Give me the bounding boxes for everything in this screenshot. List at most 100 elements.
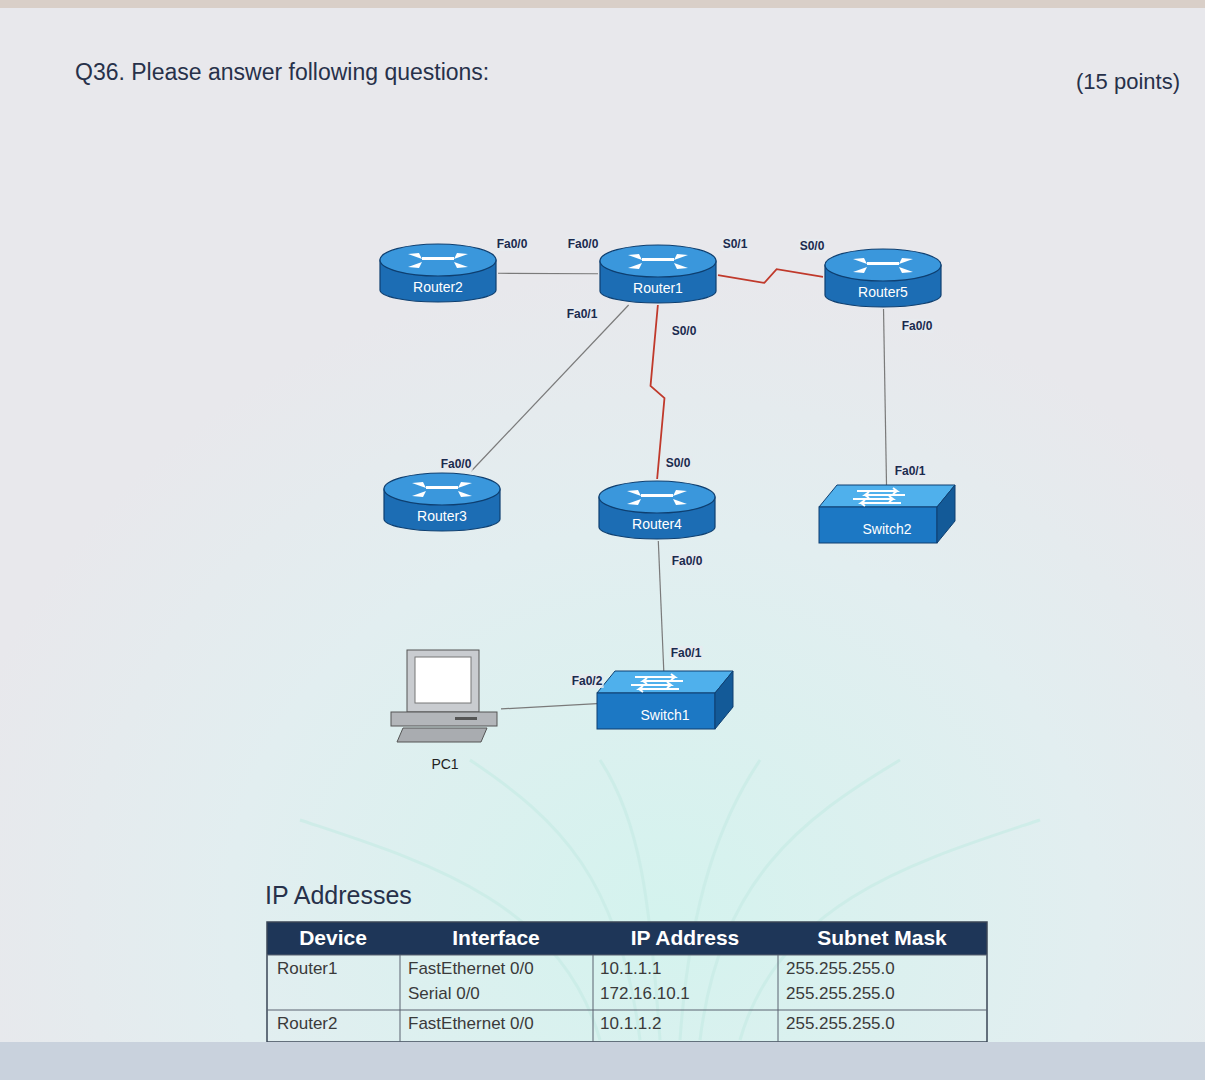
- table-cell: 172.16.10.1: [600, 984, 690, 1004]
- interface-label-wrap: Fa0/0: [901, 316, 934, 334]
- table-cell-wrap: 10.1.1.1: [600, 959, 661, 979]
- router-arrow: [458, 482, 472, 488]
- router-node: Router2: [378, 242, 498, 304]
- table-cell: 255.255.255.0: [786, 959, 895, 979]
- table-cell-wrap: 255.255.255.0: [786, 984, 895, 1004]
- interface-label: S0/0: [671, 324, 698, 338]
- drive-slot: [455, 717, 477, 720]
- interface-label: Fa0/0: [671, 554, 704, 568]
- table-cell: 10.1.1.2: [600, 1014, 661, 1034]
- device-name: Switch2: [862, 521, 911, 537]
- table-cell: 255.255.255.0: [786, 1014, 895, 1034]
- device-name: Router5: [858, 284, 908, 300]
- table-header-wrap: Subnet Mask: [817, 926, 947, 950]
- interface-label-wrap: Fa0/0: [440, 454, 473, 472]
- switch-top: [819, 485, 955, 507]
- interface-label-wrap: Fa0/0: [496, 234, 529, 252]
- table-cell-wrap: 255.255.255.0: [786, 1014, 895, 1034]
- interface-label-wrap: S0/1: [722, 234, 749, 252]
- router-node: Router4: [597, 479, 717, 541]
- router-top: [825, 249, 941, 281]
- router-node: Router3: [382, 471, 502, 533]
- table-cell-wrap: Router2: [277, 1014, 337, 1034]
- router-arrow: [673, 499, 687, 505]
- interface-label-wrap: S0/0: [671, 321, 698, 339]
- interface-label: Fa0/0: [496, 237, 529, 251]
- device-name-row: Router4: [597, 479, 717, 533]
- router-arrow: [408, 253, 422, 259]
- ethernet-link: [501, 704, 597, 709]
- monitor: [407, 650, 479, 712]
- switch-arrow: [639, 686, 679, 692]
- router-arrow: [408, 262, 422, 268]
- table-cell: FastEthernet 0/0: [408, 1014, 534, 1034]
- interface-label: S0/1: [722, 237, 749, 251]
- switch-arrow: [631, 682, 671, 688]
- switch-node: Switch2: [819, 485, 955, 543]
- switch-node: Switch1: [597, 671, 733, 729]
- router-arrow: [628, 263, 642, 269]
- switch-arrow: [643, 678, 683, 684]
- router-arrow: [674, 263, 688, 269]
- interface-label: Fa0/1: [566, 307, 599, 321]
- router-arrow: [412, 482, 426, 488]
- switch-side: [937, 485, 955, 543]
- router-top: [384, 473, 500, 505]
- points-note-wrap: (15 points): [1076, 69, 1180, 95]
- switch-front: [597, 693, 715, 729]
- table-cell: FastEthernet 0/0: [408, 959, 534, 979]
- table-cell-wrap: FastEthernet 0/0: [408, 959, 534, 979]
- router-arrow: [627, 490, 641, 496]
- router-bar: [426, 486, 458, 489]
- table-cell: 10.1.1.1: [600, 959, 661, 979]
- table-header-wrap: IP Address: [631, 926, 740, 950]
- table-cell-wrap: Serial 0/0: [408, 984, 480, 1004]
- switch-top: [597, 671, 733, 693]
- device-name-row: Router5: [823, 247, 943, 301]
- router-arrow: [899, 258, 913, 264]
- router-arrow: [454, 262, 468, 268]
- interface-label-wrap: Fa0/1: [670, 643, 703, 661]
- interface-label-wrap: Fa0/2: [571, 671, 604, 689]
- switch-arrow: [865, 492, 905, 498]
- ethernet-link: [658, 541, 663, 671]
- table-cell-wrap: Router1: [277, 959, 337, 979]
- interface-label: Fa0/2: [571, 674, 604, 688]
- router-arrow: [853, 267, 867, 273]
- interface-label: S0/0: [799, 239, 826, 253]
- interface-label: Fa0/0: [440, 457, 473, 471]
- device-name-row: Router1: [598, 243, 718, 297]
- table-header-wrap: Interface: [452, 926, 540, 950]
- table-cell: Router2: [277, 1014, 337, 1034]
- router-bar: [642, 258, 674, 261]
- router-bar: [641, 494, 673, 497]
- switch-arrow: [635, 674, 675, 680]
- router-arrows: [412, 482, 472, 497]
- points-note: (15 points): [1076, 69, 1180, 95]
- table-grid: [267, 955, 987, 1042]
- interface-label-wrap: Fa0/1: [566, 304, 599, 322]
- table-cell-wrap: 255.255.255.0: [786, 959, 895, 979]
- router-bar: [867, 262, 899, 265]
- router-arrow: [628, 254, 642, 260]
- switch-arrow: [853, 496, 893, 502]
- router-node: Router1: [598, 243, 718, 305]
- table-caption-wrap: IP Addresses: [265, 881, 412, 910]
- table-caption: IP Addresses: [265, 881, 412, 910]
- interface-label: Fa0/0: [901, 319, 934, 333]
- question-title: Q36. Please answer following questions:: [75, 59, 489, 86]
- router-arrow: [853, 258, 867, 264]
- router-arrow: [899, 267, 913, 273]
- switch-arrow: [857, 488, 897, 494]
- table-header: IP Address: [631, 926, 740, 950]
- interface-label-wrap: S0/0: [799, 236, 826, 254]
- interface-label-wrap: Fa0/0: [567, 234, 600, 252]
- device-name-row: Router3: [382, 471, 502, 525]
- top-strip: [0, 0, 1205, 8]
- monitor-screen: [415, 657, 471, 703]
- router-top: [600, 245, 716, 277]
- interface-label-wrap: Fa0/0: [671, 551, 704, 569]
- router-arrows: [853, 258, 913, 273]
- table-header: Subnet Mask: [817, 926, 947, 950]
